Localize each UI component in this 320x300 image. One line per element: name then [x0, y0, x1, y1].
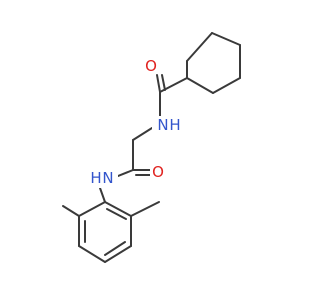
- bond: [78, 245, 106, 263]
- nitrogen-label-1: N: [157, 116, 168, 134]
- methyl-bond-left: [62, 205, 80, 217]
- bond: [104, 201, 132, 217]
- bond: [186, 77, 214, 94]
- bond: [78, 201, 106, 217]
- bond: [99, 187, 106, 203]
- cyclohexane-ring: [186, 32, 241, 94]
- atom-o2: O: [150, 163, 168, 182]
- bond: [104, 241, 126, 256]
- atom-n1: N H: [152, 116, 181, 134]
- hydrogen-label-1: H: [169, 116, 180, 134]
- carbonyl-double-bond-2: [132, 169, 151, 176]
- bond: [212, 77, 241, 94]
- molecule-structure-diagram: O N H O H N: [62, 32, 241, 263]
- bond: [106, 208, 127, 220]
- atom-o1: O: [143, 57, 159, 75]
- atom-n2: H N: [88, 168, 118, 188]
- bond: [186, 32, 213, 62]
- carbonyl-double-bond-1: [156, 74, 166, 93]
- bond: [211, 32, 241, 46]
- bond: [161, 74, 166, 91]
- benzene-ring: [78, 201, 132, 263]
- oxygen-label-1: O: [145, 57, 157, 75]
- oxygen-label-2: O: [152, 163, 164, 181]
- hydrogen-label-2: H: [90, 169, 101, 187]
- methyl-bond-right: [130, 201, 160, 217]
- bond: [104, 245, 132, 263]
- bond: [156, 74, 161, 93]
- nitrogen-label-2: N: [102, 169, 113, 187]
- bond: [132, 127, 153, 141]
